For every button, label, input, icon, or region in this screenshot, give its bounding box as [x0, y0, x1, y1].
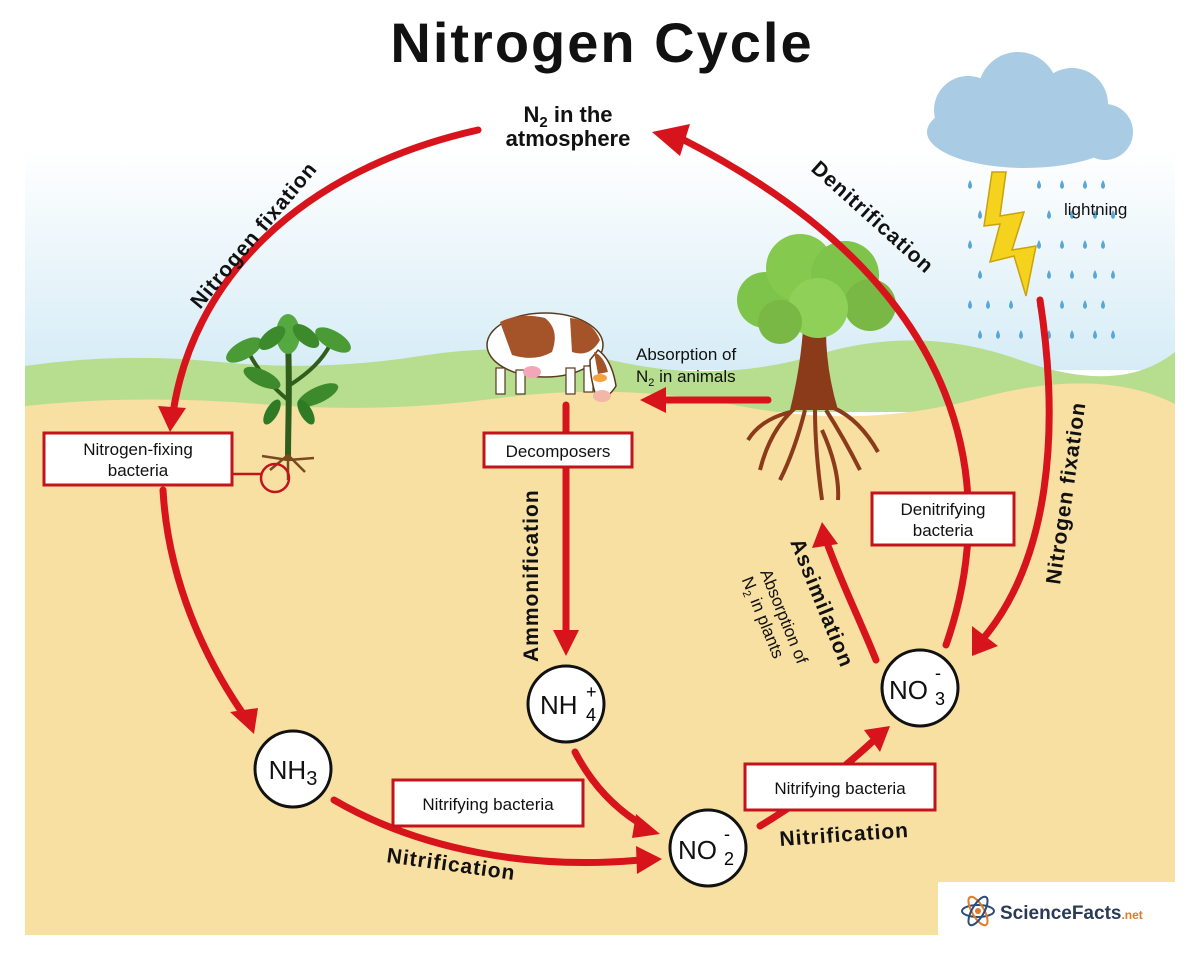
- raindrop: [1037, 240, 1041, 249]
- svg-text:Nitrifying bacteria: Nitrifying bacteria: [774, 779, 906, 798]
- atmosphere-label: N2 in the atmosphere: [506, 102, 631, 151]
- svg-text:NH: NH: [540, 690, 578, 720]
- raindrop: [1009, 300, 1013, 309]
- root-nodule-highlight: [259, 462, 291, 494]
- raindrop: [1060, 240, 1064, 249]
- raindrop: [978, 270, 982, 279]
- raindrop: [1019, 330, 1023, 339]
- label-ammonification: Ammonification: [520, 489, 543, 662]
- arrow-nh3-to-no2: [330, 796, 644, 866]
- node-no3: NO - 3: [880, 648, 960, 728]
- svg-text:NH3: NH3: [269, 755, 318, 790]
- rain-cloud-icon: [927, 52, 1133, 168]
- arrow-nitrogen-fixation-left: [168, 126, 482, 424]
- svg-text:bacteria: bacteria: [108, 461, 169, 480]
- raindrop: [978, 330, 982, 339]
- svg-text:ScienceFacts.net: ScienceFacts.net: [1000, 903, 1143, 924]
- svg-text:Denitrifying: Denitrifying: [900, 500, 985, 519]
- atom-icon: [961, 895, 995, 927]
- box-nitrifying-bacteria-left: Nitrifying bacteria: [391, 778, 585, 828]
- lightning-label: lightning: [1064, 200, 1127, 219]
- raindrop: [1083, 300, 1087, 309]
- raindrop: [1111, 270, 1115, 279]
- tree-icon: [737, 234, 896, 501]
- raindrop: [1070, 210, 1074, 219]
- svg-text:-: -: [724, 824, 730, 844]
- raindrop: [1037, 180, 1041, 189]
- svg-text:NO: NO: [678, 835, 717, 865]
- box-nitrifying-bacteria-right: Nitrifying bacteria: [743, 762, 937, 812]
- sciencefacts-logo: ScienceFacts.net: [938, 882, 1175, 935]
- arrow-to-nh3: [159, 486, 250, 722]
- absorption-animals-line1: Absorption of: [636, 345, 736, 364]
- svg-text:4: 4: [586, 705, 596, 725]
- raindrop: [1083, 240, 1087, 249]
- raindrop: [1093, 210, 1097, 219]
- absorption-animals-line2: N2 in animals: [636, 367, 736, 389]
- atmosphere-line2: atmosphere: [506, 126, 631, 151]
- raindrop: [1070, 330, 1074, 339]
- raindrops-icon: [968, 180, 1115, 339]
- atmosphere-rest: in the: [548, 102, 613, 127]
- svg-text:+: +: [586, 682, 597, 702]
- arrow-nitrogen-fixation-right: [978, 296, 1053, 644]
- raindrop: [978, 210, 982, 219]
- svg-text:bacteria: bacteria: [913, 521, 974, 540]
- raindrop: [1101, 180, 1105, 189]
- node-nh4: NH + 4: [526, 664, 606, 744]
- box-denitrifying-bacteria: Denitrifying bacteria: [870, 491, 1016, 547]
- raindrop: [1093, 330, 1097, 339]
- svg-text:Nitrifying bacteria: Nitrifying bacteria: [422, 795, 554, 814]
- raindrop: [986, 300, 990, 309]
- svg-text:-: -: [935, 663, 941, 683]
- node-nh3: NH3: [253, 729, 333, 809]
- raindrop: [1047, 270, 1051, 279]
- svg-text:2: 2: [724, 849, 734, 869]
- svg-text:Decomposers: Decomposers: [506, 442, 611, 461]
- atmosphere-n: N: [523, 102, 539, 127]
- raindrop: [968, 300, 972, 309]
- node-no2: NO - 2: [668, 808, 748, 888]
- raindrop: [996, 330, 1000, 339]
- raindrop: [1070, 270, 1074, 279]
- box-decomposers: Decomposers: [482, 431, 634, 469]
- svg-text:NO: NO: [889, 675, 928, 705]
- svg-text:N2 in the: N2 in the: [523, 102, 612, 131]
- raindrop: [1111, 210, 1115, 219]
- arrow-nh4-to-no2: [571, 748, 648, 830]
- svg-text:Nitrogen-fixing: Nitrogen-fixing: [83, 440, 193, 459]
- lightning-bolt-icon: [983, 171, 1037, 297]
- atmosphere-sub: 2: [539, 114, 547, 131]
- svg-text:3: 3: [935, 689, 945, 709]
- raindrop: [1047, 210, 1051, 219]
- raindrop: [1083, 180, 1087, 189]
- box-nitrogen-fixing-bacteria: Nitrogen-fixing bacteria: [42, 431, 262, 487]
- arrow-assimilation: [822, 536, 880, 664]
- raindrop: [968, 180, 972, 189]
- raindrop: [968, 240, 972, 249]
- page-title: Nitrogen Cycle: [390, 11, 813, 74]
- raindrop: [1111, 330, 1115, 339]
- cow-icon: [486, 312, 617, 402]
- arrow-denitrification: [676, 134, 972, 649]
- raindrop: [1060, 180, 1064, 189]
- plant-icon: [226, 314, 351, 494]
- raindrop: [1101, 240, 1105, 249]
- raindrop: [1060, 300, 1064, 309]
- raindrop: [1101, 300, 1105, 309]
- raindrop: [1093, 270, 1097, 279]
